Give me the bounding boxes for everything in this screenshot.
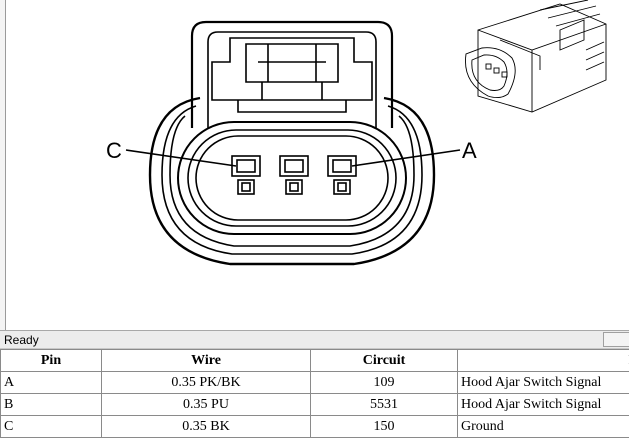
cavity-c [232, 156, 260, 194]
cavity-b [280, 156, 308, 194]
pin-label-a: A [462, 138, 477, 163]
header-circuit: Circuit [311, 350, 458, 372]
terminal-cavities [232, 156, 356, 194]
status-text: Ready [4, 333, 39, 347]
cell-circuit: 109 [311, 372, 458, 394]
header-function: F [458, 350, 629, 372]
cell-pin: C [1, 416, 102, 438]
status-bar: Ready [0, 330, 629, 349]
connector-outline [150, 22, 434, 264]
cell-function: Hood Ajar Switch Signal [458, 394, 629, 416]
cell-pin: A [1, 372, 102, 394]
table-header-row: Pin Wire Circuit F [1, 350, 629, 372]
cell-wire: 0.35 PU [102, 394, 311, 416]
cell-wire: 0.35 PK/BK [102, 372, 311, 394]
cell-function: Ground [458, 416, 629, 438]
pin-table: Pin Wire Circuit F A 0.35 PK/BK 109 Hood… [0, 349, 629, 438]
cavity-a [328, 156, 356, 194]
connector-diagram: C A [5, 0, 629, 330]
cell-pin: B [1, 394, 102, 416]
pin-leader-lines [126, 150, 460, 166]
connector-thumbnail [465, 0, 606, 112]
cell-function: Hood Ajar Switch Signal [458, 372, 629, 394]
header-pin: Pin [1, 350, 102, 372]
table-row: B 0.35 PU 5531 Hood Ajar Switch Signal [1, 394, 629, 416]
header-wire: Wire [102, 350, 311, 372]
table-row: A 0.35 PK/BK 109 Hood Ajar Switch Signal [1, 372, 629, 394]
cell-circuit: 150 [311, 416, 458, 438]
cell-circuit: 5531 [311, 394, 458, 416]
pin-label-c: C [106, 138, 122, 163]
status-panel [603, 332, 629, 347]
table-row: C 0.35 BK 150 Ground [1, 416, 629, 438]
cell-wire: 0.35 BK [102, 416, 311, 438]
